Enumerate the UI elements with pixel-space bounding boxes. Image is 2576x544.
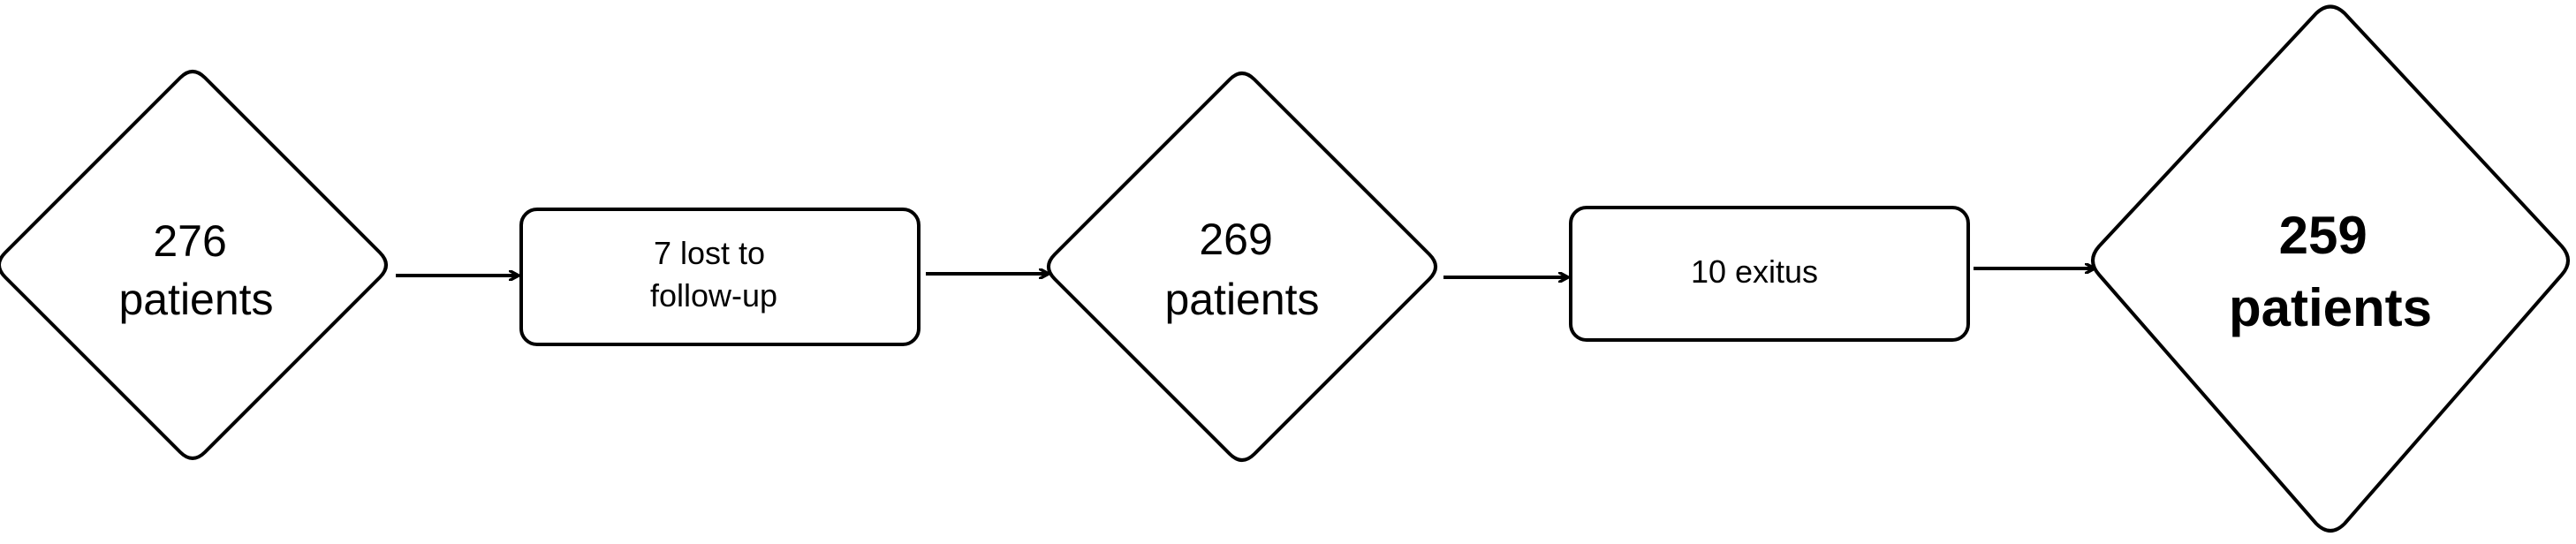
diamond-shape	[0, 70, 388, 460]
diamond-shape	[1047, 72, 1437, 462]
node-label-line: patients	[118, 275, 273, 324]
node-label: 276 patients	[118, 216, 273, 324]
node-label-line: 269	[1199, 215, 1272, 264]
node-label-line: patients	[1164, 275, 1319, 324]
node-label-line: 7 lost to	[654, 235, 765, 271]
node-label: 259 patients	[2229, 206, 2432, 337]
node-276-patients: 276 patients	[0, 70, 388, 460]
rectangle-shape	[1569, 206, 1970, 342]
node-label-line: follow-up	[650, 277, 777, 314]
node-label-line: 276	[153, 216, 226, 266]
node-label-line: 10 exitus	[1691, 253, 1818, 290]
node-10-exitus: 10 exitus	[1569, 206, 1970, 342]
node-label: 10 exitus	[1691, 253, 1818, 290]
node-label: 7 lost to follow-up	[650, 235, 777, 314]
node-label: 269 patients	[1164, 215, 1319, 324]
node-259-patients: 259 patients	[2091, 4, 2570, 533]
node-lost-to-follow-up: 7 lost to follow-up	[519, 208, 921, 346]
diamond-shape	[2091, 4, 2570, 533]
node-269-patients: 269 patients	[1047, 72, 1437, 462]
rectangle-shape	[519, 208, 921, 346]
node-label-line: patients	[2229, 278, 2432, 337]
node-label-line: 259	[2279, 206, 2368, 265]
